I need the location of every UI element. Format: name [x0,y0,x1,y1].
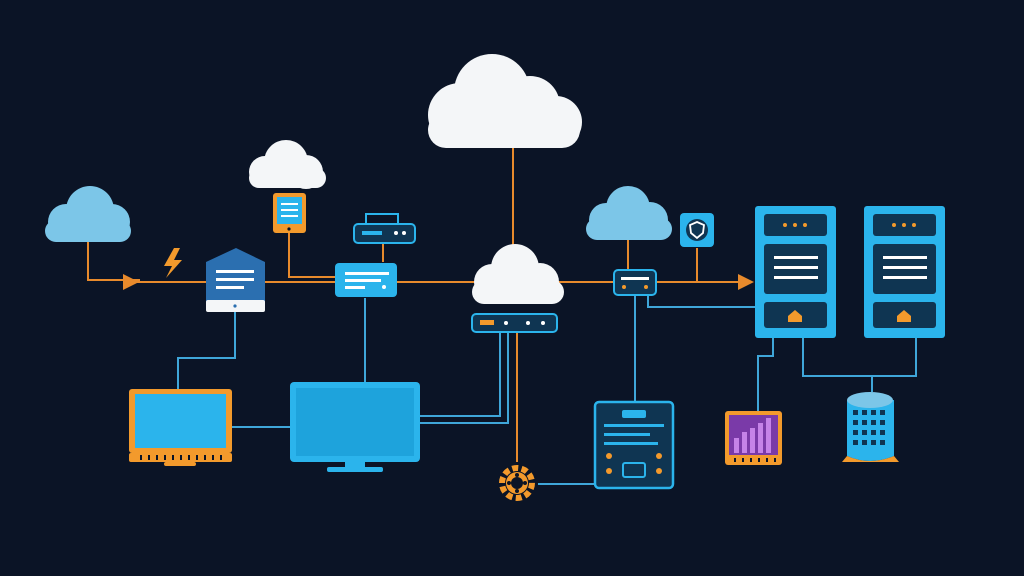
cloud-left-blue [45,186,131,242]
link-monitor-switch-b [420,333,509,424]
link-server-chart [757,338,774,412]
shield-device[interactable] [680,213,714,247]
gear-icon [499,465,535,501]
gateway-device[interactable] [613,269,657,296]
tablet-device[interactable] [273,193,306,233]
link-laptop-home [177,312,236,390]
center-switch-device[interactable] [471,313,558,333]
laptop-device[interactable] [129,389,232,466]
link-left-cloud [87,242,140,281]
link-monitor-switch-a [420,333,501,417]
analytics-chart-device[interactable] [725,411,782,465]
cloud-center [472,244,564,304]
database-icon[interactable] [842,392,899,462]
control-panel-device[interactable] [593,400,675,490]
switch-device[interactable] [335,263,397,297]
link-server-database [802,338,917,377]
home-icon [897,310,911,322]
home-hub-device[interactable] [206,248,265,312]
server-rack-left[interactable] [755,206,836,338]
home-icon [788,310,802,322]
cloud-right-blue [586,186,672,240]
lightning-icon [164,248,182,278]
link-gateway-server [647,296,755,308]
cloud-top [428,54,582,148]
shield-icon [689,221,705,240]
router-device[interactable] [353,213,416,244]
link-tablet [288,232,340,278]
desktop-monitor[interactable] [290,382,420,472]
server-rack-right[interactable] [864,206,945,338]
cloud-small-white [249,140,326,189]
